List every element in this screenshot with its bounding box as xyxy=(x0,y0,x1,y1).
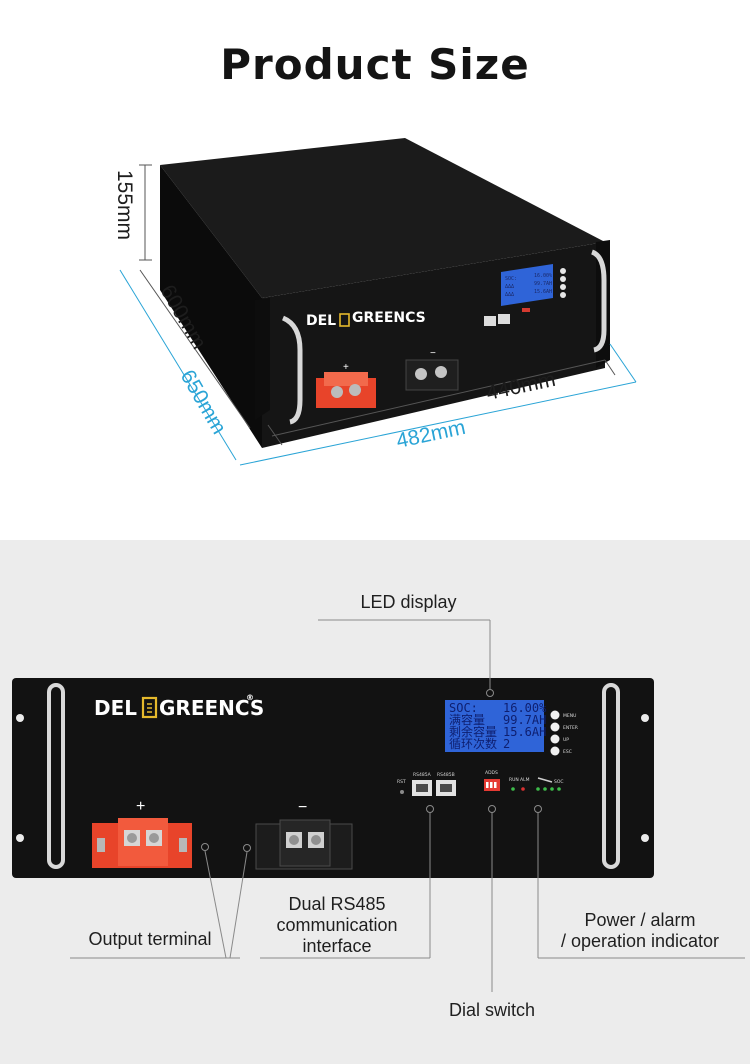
callout-lines xyxy=(70,619,745,992)
dial-switch-small xyxy=(522,308,530,312)
brand-logo-small: DEL GREENCS xyxy=(306,310,426,329)
handle-left xyxy=(47,683,65,869)
callout-indicator-line1: Power / alarm xyxy=(584,910,696,930)
callout-indicator: Power / alarm / operation indicator xyxy=(540,910,740,952)
svg-text:+: + xyxy=(136,798,145,815)
svg-text:GREENCS: GREENCS xyxy=(352,310,426,326)
svg-text:−: − xyxy=(430,348,436,359)
svg-text:ΔΔΔ: ΔΔΔ xyxy=(505,292,514,298)
up-button[interactable] xyxy=(550,734,560,744)
dimension-lines xyxy=(139,164,616,446)
rack-hole xyxy=(641,714,649,722)
rack-hole xyxy=(16,714,24,722)
svg-text:ENTER: ENTER xyxy=(563,725,578,731)
svg-text:GREENCS: GREENCS xyxy=(159,696,264,720)
soc-label: SOC xyxy=(554,779,564,785)
case-top-face xyxy=(160,138,605,298)
svg-text:循环次数: 循环次数 xyxy=(449,736,497,751)
dim-height: 155mm xyxy=(113,170,136,240)
svg-text:−: − xyxy=(298,799,307,816)
alm-label: ALM xyxy=(520,777,530,783)
svg-text:+: + xyxy=(343,362,349,373)
callout-rs485: Dual RS485 communication interface xyxy=(262,894,412,957)
lcd-display: SOC: 16.00% 满容量 99.7AH 剩余容量 15.6AH 循环次数 … xyxy=(445,700,547,752)
callout-dial-switch: Dial switch xyxy=(448,1000,536,1020)
callout-led-display: LED display xyxy=(360,592,457,612)
rst-button[interactable] xyxy=(400,790,404,794)
soc-led xyxy=(536,787,540,791)
product-3d-view: DEL GREENCS SOC: 16.00% ΔΔΔ 99.7AH ΔΔΔ 1… xyxy=(113,138,637,466)
svg-text:15.6AH: 15.6AH xyxy=(503,725,546,739)
svg-text:剩余容量: 剩余容量 xyxy=(449,724,497,739)
page-title: Product Size xyxy=(220,40,530,89)
rs485-port-a-small xyxy=(484,316,496,326)
rst-label: RST xyxy=(397,779,406,785)
lcd-buttons: MENU ENTER UP ESC xyxy=(550,710,578,756)
callout-rs485-line3: interface xyxy=(302,936,372,956)
dimension-lines-outer xyxy=(119,269,637,466)
svg-text:99.7AH: 99.7AH xyxy=(503,713,546,727)
front-panel-illustration: DEL GREENCS ® SOC: 16.00% 满容量 99.7AH 剩余容… xyxy=(12,619,745,992)
svg-text:15.6AH: 15.6AH xyxy=(534,289,552,295)
rack-hole xyxy=(641,834,649,842)
svg-text:16.00%: 16.00% xyxy=(534,273,552,279)
positive-terminal: + xyxy=(92,798,192,868)
menu-button[interactable] xyxy=(550,710,560,720)
svg-text:16.00%: 16.00% xyxy=(503,701,547,715)
handle-right xyxy=(602,683,620,869)
adds-label: ADDS xyxy=(485,770,498,776)
rack-hole xyxy=(16,834,24,842)
esc-button[interactable] xyxy=(550,746,560,756)
svg-text:SOC:: SOC: xyxy=(505,276,517,282)
enter-button[interactable] xyxy=(550,722,560,732)
case-left-side xyxy=(160,165,262,448)
lcd-display-small: SOC: 16.00% ΔΔΔ 99.7AH ΔΔΔ 15.6AH xyxy=(501,264,566,306)
soc-led xyxy=(550,787,554,791)
svg-text:DEL: DEL xyxy=(306,313,336,329)
svg-text:满容量: 满容量 xyxy=(449,712,485,727)
soc-bar-icon xyxy=(537,777,553,783)
rs485b-label: RS485B xyxy=(437,772,455,778)
callout-rs485-line2: communication xyxy=(276,915,398,935)
callout-output-terminal: Output terminal xyxy=(88,929,212,949)
svg-text:®: ® xyxy=(246,693,254,702)
rs485-port-b-small xyxy=(498,314,510,324)
handle-left xyxy=(281,315,303,425)
callout-rs485-line1: Dual RS485 xyxy=(288,894,386,914)
svg-text:DEL: DEL xyxy=(94,696,137,720)
negative-terminal: − xyxy=(255,799,353,870)
soc-led xyxy=(557,787,561,791)
svg-text:UP: UP xyxy=(563,737,569,743)
front-panel-section: DEL GREENCS ® SOC: 16.00% 满容量 99.7AH 剩余容… xyxy=(0,540,750,1064)
svg-text:MENU: MENU xyxy=(563,713,576,719)
svg-text:ESC: ESC xyxy=(563,749,572,755)
rs485a-label: RS485A xyxy=(413,772,432,778)
svg-text:99.7AH: 99.7AH xyxy=(534,281,552,287)
dim-width-total: 482mm xyxy=(394,416,467,453)
run-label: RUN xyxy=(509,777,519,783)
callout-indicator-line2: / operation indicator xyxy=(560,931,720,951)
handle-right xyxy=(590,249,607,353)
svg-text:ΔΔΔ: ΔΔΔ xyxy=(505,284,514,290)
alm-led xyxy=(521,787,525,791)
positive-terminal-small: + xyxy=(316,362,376,408)
brand-logo: DEL GREENCS ® xyxy=(94,693,264,720)
soc-led xyxy=(543,787,547,791)
rack-ear-left xyxy=(255,298,270,420)
svg-text:SOC:: SOC: xyxy=(449,701,478,715)
svg-text:2: 2 xyxy=(503,737,510,751)
negative-terminal-small: − xyxy=(405,348,459,391)
run-led xyxy=(511,787,515,791)
